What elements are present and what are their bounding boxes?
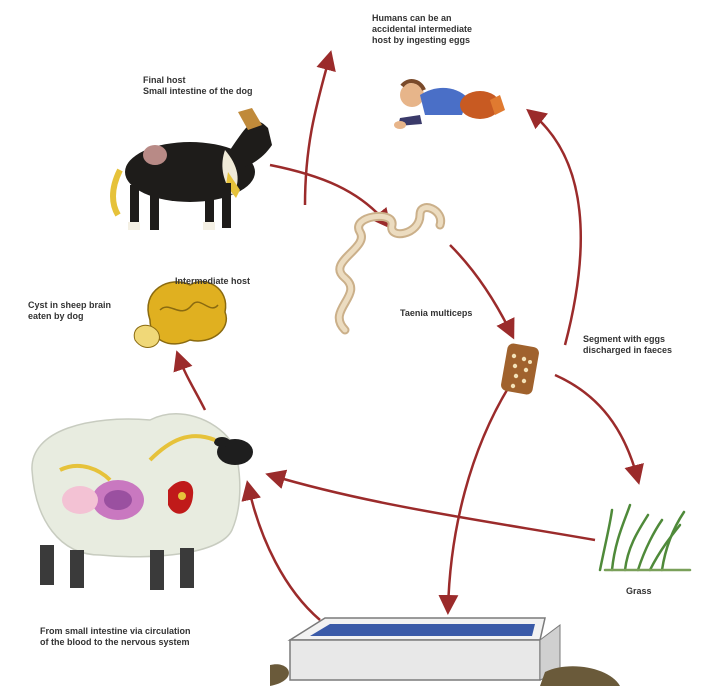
grass-label: Grass: [626, 586, 652, 597]
grass-icon: [600, 505, 690, 570]
arrow-dog-to-human: [305, 55, 330, 205]
arrow-segment-to-human: [530, 112, 581, 345]
segment-label: Segment with eggs discharged in faeces: [583, 334, 672, 356]
arrow-segment-to-trough: [448, 385, 510, 610]
sheep-icon: [32, 414, 253, 590]
intermediate-host-label: Intermediate host: [175, 276, 250, 287]
humans-label: Humans can be an accidental intermediate…: [372, 13, 472, 46]
arrow-worm-to-segment: [450, 245, 512, 335]
dog-icon: [113, 108, 272, 230]
cyst-label: Cyst in sheep brain eaten by dog: [28, 300, 111, 322]
arrow-sheep-to-cyst: [178, 355, 205, 410]
arrow-grass-to-sheep: [270, 475, 595, 540]
arrow-trough-to-sheep: [248, 485, 320, 620]
child-icon: [394, 81, 505, 129]
egg-segment-icon: [500, 343, 540, 396]
arrow-segment-to-grass: [555, 375, 638, 480]
circulation-label: From small intestine via circulation of …: [40, 626, 191, 648]
water-trough-icon: [270, 618, 620, 686]
final-host-label: Final host Small intestine of the dog: [143, 75, 253, 97]
brain-cyst-icon: [134, 282, 226, 348]
taenia-label: Taenia multiceps: [400, 308, 472, 319]
